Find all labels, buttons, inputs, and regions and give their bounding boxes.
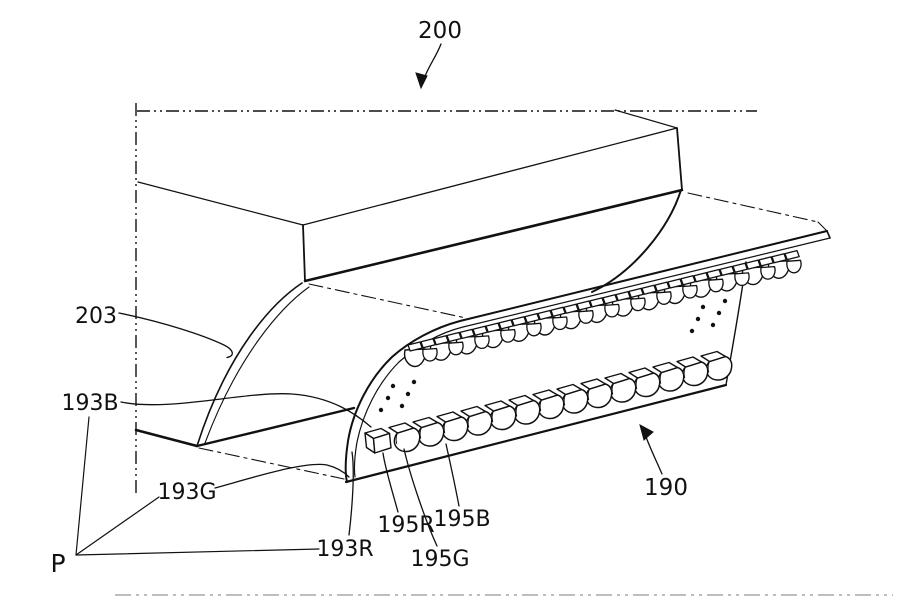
cover-left-silhouette-inner bbox=[204, 286, 310, 444]
leader-lines bbox=[75, 43, 663, 556]
label-193g: 193G bbox=[157, 480, 216, 505]
box-top-right-edge bbox=[614, 109, 678, 129]
leader-203 bbox=[118, 312, 233, 359]
sheet-hidden-edge-left bbox=[308, 283, 467, 319]
leader-195g bbox=[403, 448, 438, 547]
box-top-left-edge bbox=[137, 181, 304, 226]
label-195r: 195R bbox=[377, 513, 434, 538]
leader-193g bbox=[214, 463, 350, 489]
label-203: 203 bbox=[75, 304, 117, 329]
leader-200 bbox=[423, 43, 442, 80]
box-left-vertical-edge bbox=[302, 224, 306, 282]
arrowhead-190 bbox=[639, 424, 654, 441]
sheet-hidden-edge-right bbox=[687, 192, 819, 223]
p-line-193b bbox=[75, 416, 90, 556]
label-200: 200 bbox=[418, 18, 462, 44]
p-line-193g bbox=[75, 496, 160, 556]
label-p: P bbox=[50, 549, 65, 578]
reference-labels: 200 203 193B 193G 193R 195R 195G 195B 19… bbox=[50, 18, 687, 578]
label-195g: 195G bbox=[410, 547, 469, 572]
sheet-edge-right-tip bbox=[817, 221, 828, 232]
leader-190 bbox=[644, 433, 663, 475]
label-190: 190 bbox=[644, 475, 688, 501]
sheet-front-edge-outer bbox=[344, 230, 828, 483]
continuation-dots bbox=[378, 298, 728, 413]
led-row-bottom bbox=[364, 350, 733, 454]
leader-195r bbox=[382, 452, 399, 513]
led-row-top bbox=[403, 249, 802, 368]
cover-hidden-bottom-edge bbox=[198, 447, 345, 480]
cover-bottom-edge bbox=[195, 406, 356, 448]
label-193b: 193B bbox=[61, 391, 118, 416]
label-195b: 195B bbox=[433, 507, 490, 532]
p-line-193r bbox=[75, 548, 320, 556]
phantom-boundary-lines bbox=[115, 103, 893, 596]
flat-panel-sheet bbox=[198, 192, 831, 483]
substrate-bottom-edge bbox=[344, 383, 728, 484]
leader-193b bbox=[120, 393, 372, 428]
label-193r: 193R bbox=[316, 537, 373, 562]
leader-193r bbox=[348, 451, 354, 536]
sheet-right-corner-edge bbox=[826, 230, 831, 239]
leader-195b bbox=[445, 443, 460, 507]
arrowhead-200 bbox=[415, 72, 428, 90]
cover-left-silhouette-outer bbox=[196, 282, 303, 447]
cover-bottom-left-edge bbox=[134, 428, 199, 448]
box-top-front-ridge bbox=[302, 127, 678, 226]
display-body-outline bbox=[137, 109, 684, 283]
box-bottom-front-edge bbox=[303, 188, 684, 283]
sheet-front-edge-inner bbox=[353, 237, 831, 478]
led-chip-cube bbox=[364, 427, 392, 454]
box-right-vertical-edge bbox=[676, 127, 683, 191]
